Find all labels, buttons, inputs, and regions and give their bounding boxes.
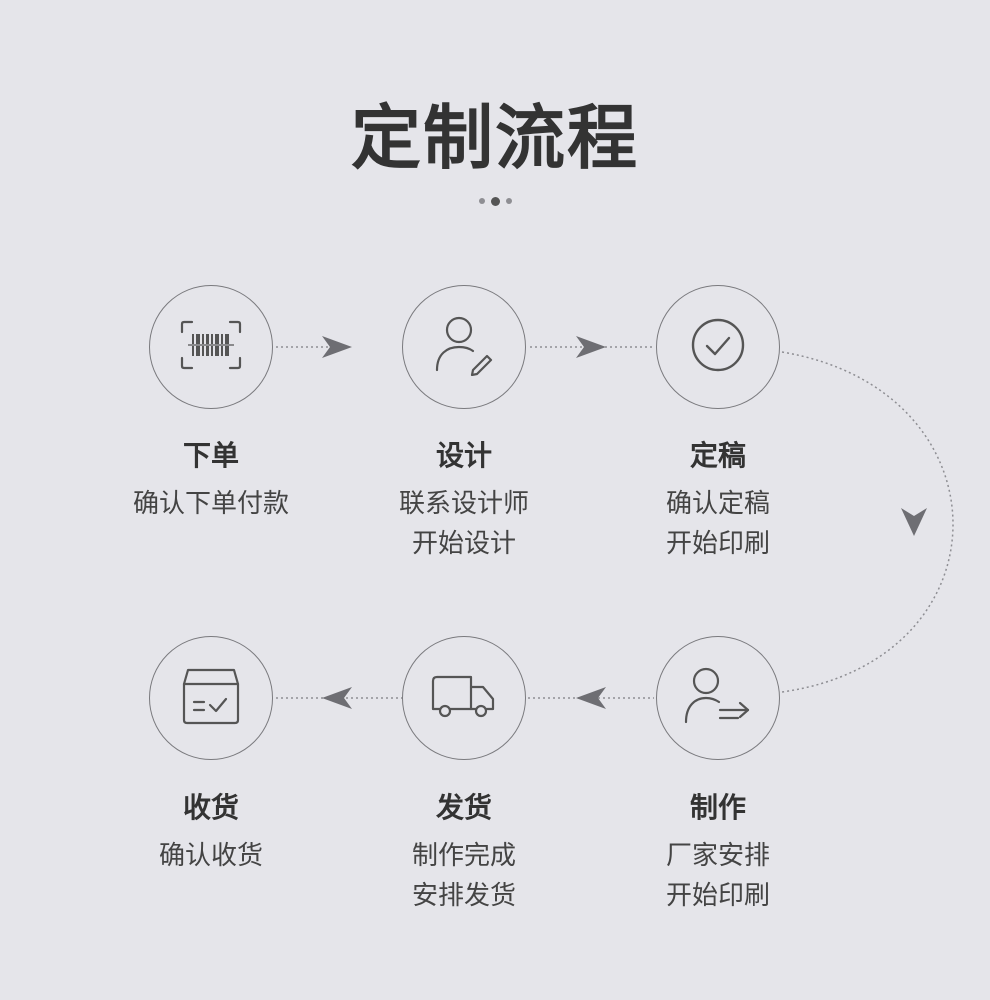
- dot: [505, 198, 512, 204]
- truck-icon: [429, 673, 499, 723]
- dot-active: [490, 196, 500, 206]
- step-desc-production-2: 开始印刷: [665, 881, 770, 911]
- arrow-down-icon: [901, 508, 927, 536]
- step-desc-finalize-1: 确认定稿: [665, 489, 770, 519]
- step-desc-design-2: 开始设计: [411, 529, 516, 559]
- step-circle-shipping: [402, 636, 526, 760]
- step-title-order: 下单: [182, 439, 239, 472]
- step-circle-finalize: [656, 285, 780, 409]
- dot: [478, 198, 485, 204]
- step-title-finalize: 定稿: [689, 439, 746, 472]
- title-dots-decoration: [0, 196, 990, 206]
- step-desc-design-1: 联系设计师: [398, 489, 529, 519]
- arrow-left-icon: [576, 687, 606, 709]
- check-circle-icon: [688, 315, 748, 379]
- step-title-production: 制作: [689, 791, 746, 824]
- step-desc-receive-1: 确认收货: [158, 841, 263, 871]
- step-title-design: 设计: [435, 439, 492, 472]
- arrow-left-icon: [322, 687, 352, 709]
- step-desc-order-1: 确认下单付款: [132, 489, 289, 519]
- step-circle-design: [402, 285, 526, 409]
- arrow-right-icon: [576, 336, 606, 358]
- step-desc-production-1: 厂家安排: [665, 841, 770, 871]
- step-desc-shipping-1: 制作完成: [411, 841, 516, 871]
- step-desc-finalize-2: 开始印刷: [665, 529, 770, 559]
- barcode-scan-icon: [180, 320, 242, 374]
- arrow-right-icon: [322, 336, 352, 358]
- user-edit-icon: [429, 314, 499, 380]
- box-check-icon: [180, 666, 242, 730]
- user-transfer-icon: [682, 666, 754, 730]
- step-desc-shipping-2: 安排发货: [411, 881, 516, 911]
- step-title-receive: 收货: [182, 791, 239, 824]
- step-title-shipping: 发货: [435, 791, 492, 824]
- step-circle-receive: [149, 636, 273, 760]
- page-title: 定制流程: [351, 97, 639, 179]
- step-circle-order: [149, 285, 273, 409]
- step-circle-production: [656, 636, 780, 760]
